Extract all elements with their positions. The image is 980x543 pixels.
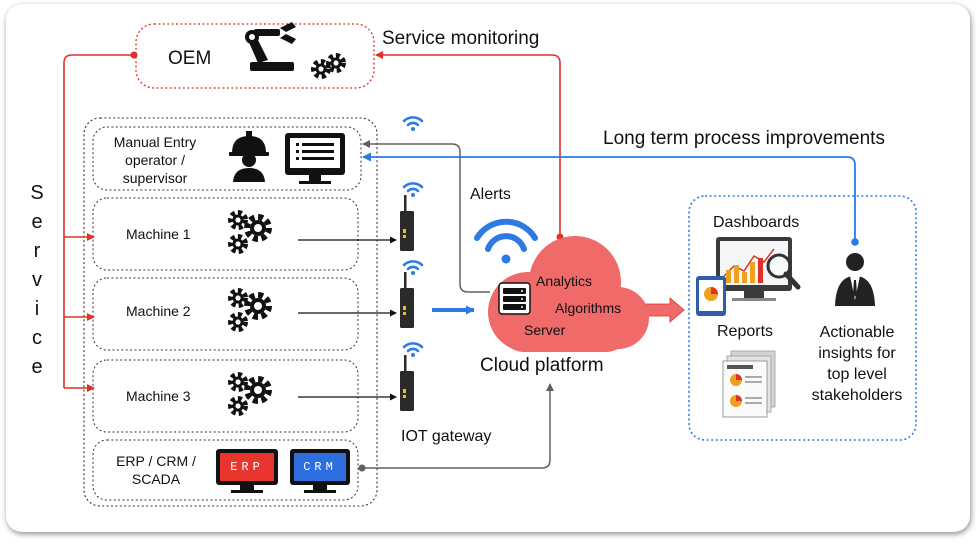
manual-entry-line: operator /: [125, 152, 185, 168]
machine-2-box: [92, 277, 359, 351]
service-letter: e: [31, 356, 43, 378]
insights-line: top level: [827, 366, 887, 383]
reports-label: Reports: [717, 323, 774, 340]
gateway-2-icon: [400, 272, 414, 328]
insights-line: stakeholders: [811, 387, 903, 404]
gateway-3-wifi-icon: [402, 342, 424, 359]
server-label: Server: [524, 322, 566, 338]
erp-screen-text: ERP: [230, 460, 264, 474]
gateway-1-wifi-icon: [402, 182, 424, 199]
stakeholder-icon: [835, 253, 875, 306]
tablet-chart-icon: [696, 276, 726, 316]
manual-entry-label: Manual Entry operator / supervisor: [100, 133, 210, 187]
insights-line: insights for: [818, 345, 896, 362]
alerts-label: Alerts: [470, 186, 511, 203]
gateway-2-wifi-icon: [402, 260, 424, 277]
cloud-platform-label: Cloud platform: [480, 355, 604, 376]
service-connector: [63, 54, 134, 392]
service-monitoring-arrow: [375, 51, 561, 236]
service-letter: S: [30, 182, 44, 204]
manual-entry-line: Manual Entry: [113, 134, 197, 150]
iot-gateway-label: IOT gateway: [401, 428, 492, 445]
long-term-improvement-arrow: [362, 152, 856, 242]
manual-entry-wifi-icon: [402, 116, 424, 133]
stakeholder-dot: [851, 238, 859, 246]
manual-entry-line: supervisor: [122, 170, 188, 186]
actionable-insights-label: Actionable insights for top level stakeh…: [802, 322, 912, 406]
machine-1-box: [92, 197, 359, 271]
erp-to-cloud-arrow: [362, 383, 554, 469]
service-letter: c: [32, 327, 42, 349]
analytics-label: Analytics: [536, 273, 593, 289]
service-letter: v: [32, 269, 42, 291]
robot-arm-icon: [245, 22, 296, 71]
crm-monitor-icon: [290, 449, 350, 493]
cloud-shape: [488, 236, 649, 352]
alerts-wifi-icon: [474, 218, 538, 264]
service-letter: i: [34, 298, 40, 320]
erp-origin-dot: [358, 464, 366, 472]
machine-1-label: Machine 1: [126, 226, 191, 242]
erp-crm-line: ERP / CRM /: [116, 453, 196, 469]
operator-icon: [229, 131, 269, 182]
oem-label: OEM: [168, 48, 212, 69]
alerts-arrow: [362, 140, 490, 293]
service-letter: e: [31, 211, 43, 233]
erp-monitor-icon: [216, 449, 278, 493]
monitor-list-icon: [285, 133, 345, 184]
dashboard-icon: [716, 237, 801, 301]
server-icon: [498, 282, 531, 315]
service-letter: r: [33, 240, 41, 262]
service-origin-dot: [130, 51, 138, 59]
long-term-label: Long term process improvements: [603, 128, 885, 149]
gateway-1-icon: [400, 195, 414, 251]
erp-crm-label: ERP / CRM / SCADA: [104, 452, 208, 488]
machine-3-label: Machine 3: [126, 388, 191, 404]
erp-crm-line: SCADA: [131, 471, 181, 487]
dashboards-label: Dashboards: [713, 214, 800, 231]
crm-screen-text: CRM: [303, 460, 337, 474]
algorithms-label: Algorithms: [555, 300, 622, 316]
insights-line: Actionable: [819, 324, 895, 341]
service-monitoring-label: Service monitoring: [382, 28, 540, 49]
machine-3-box: [92, 359, 359, 433]
reports-icon: [722, 350, 776, 418]
gateway-3-icon: [400, 355, 414, 411]
machine-2-label: Machine 2: [126, 303, 191, 319]
